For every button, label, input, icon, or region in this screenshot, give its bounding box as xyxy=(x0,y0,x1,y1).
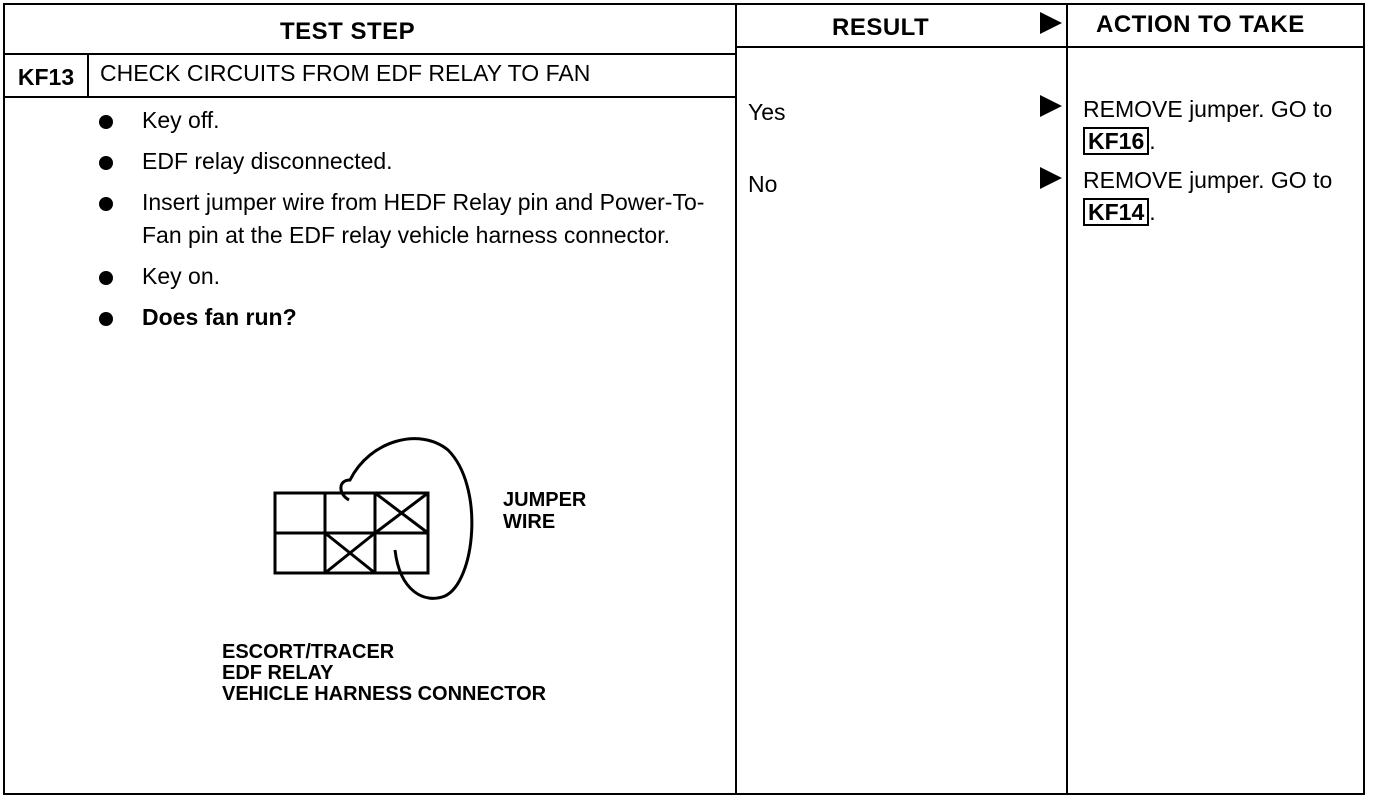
instruction-item: Key on. xyxy=(95,260,715,293)
header-result: RESULT xyxy=(832,14,930,41)
bullet-icon xyxy=(99,312,113,326)
jumper-wire-loop xyxy=(339,437,474,600)
instruction-item: Key off. xyxy=(95,104,715,137)
blocked-pin-cross xyxy=(324,531,376,575)
column-divider-action xyxy=(1066,3,1068,795)
step-title: CHECK CIRCUITS FROM EDF RELAY TO FAN xyxy=(100,60,591,86)
arrow-icon xyxy=(1040,95,1062,117)
bullet-icon xyxy=(99,115,113,129)
connector-diagram xyxy=(273,437,474,600)
instruction-question: Does fan run? xyxy=(95,301,715,334)
result-yes: Yes xyxy=(748,99,786,125)
action-yes: REMOVE jumper. GO to KF16. xyxy=(1083,96,1333,155)
header-test-step: TEST STEP xyxy=(280,18,416,45)
jumper-wire-label: JUMPER WIRE xyxy=(503,489,587,533)
instruction-item: EDF relay disconnected. xyxy=(95,145,715,178)
step-instructions: Key off. EDF relay disconnected. Insert … xyxy=(95,104,715,342)
step-title-divider xyxy=(3,96,737,98)
bullet-icon xyxy=(99,156,113,170)
step-ref-kf14[interactable]: KF14 xyxy=(1083,198,1150,226)
arrow-icon xyxy=(1040,167,1062,189)
step-id: KF13 xyxy=(5,55,89,97)
step-ref-kf16[interactable]: KF16 xyxy=(1083,127,1150,155)
table-frame xyxy=(3,3,1365,795)
header-action: ACTION TO TAKE xyxy=(1096,11,1305,38)
blocked-pin-cross xyxy=(374,491,429,535)
bullet-icon xyxy=(99,271,113,285)
diagram-caption: ESCORT/TRACER EDF RELAY VEHICLE HARNESS … xyxy=(222,641,547,705)
action-no: REMOVE jumper. GO to KF14. xyxy=(1083,167,1333,226)
header-arrow-icon xyxy=(1040,12,1062,34)
result-no: No xyxy=(748,171,778,197)
column-divider-result xyxy=(735,3,737,795)
instruction-item: Insert jumper wire from HEDF Relay pin a… xyxy=(95,186,715,252)
header-divider-result xyxy=(737,46,1365,48)
header-divider-teststep xyxy=(3,53,737,55)
bullet-icon xyxy=(99,197,113,211)
